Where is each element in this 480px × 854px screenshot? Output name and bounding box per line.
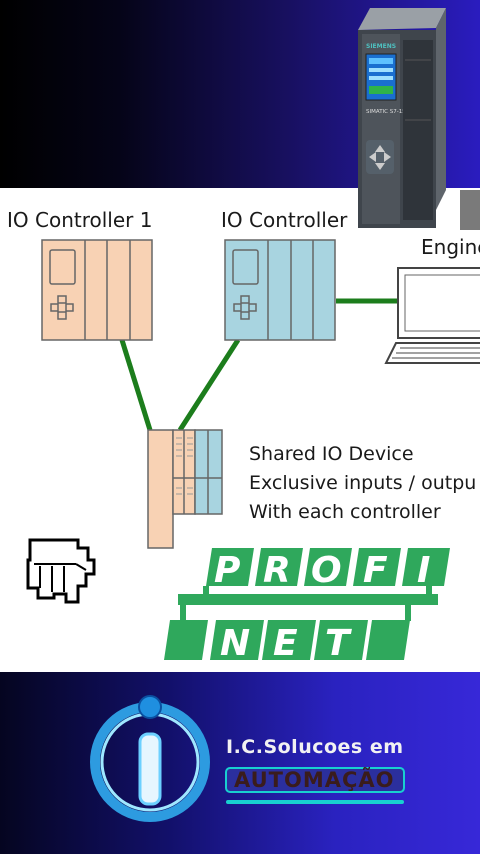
logo-tagline: AUTOMAÇÃO xyxy=(234,768,395,792)
network-links xyxy=(119,298,400,432)
shared-device-line3: With each controller xyxy=(249,501,441,523)
io-controller-1-label: IO Controller 1 xyxy=(7,208,153,232)
profinet-letter: T xyxy=(325,623,352,664)
company-logo-banner: I.C.Solucoes em AUTOMAÇÃO xyxy=(0,672,480,854)
profinet-letter: I xyxy=(417,550,430,591)
plc-model: SIMATIC S7-1500 xyxy=(366,109,413,115)
engineering-laptop xyxy=(384,267,480,364)
profinet-letter: F xyxy=(363,550,388,591)
engineering-label: Engine xyxy=(421,235,480,259)
link-controller2-shared xyxy=(177,338,241,432)
profinet-letter: O xyxy=(311,550,342,591)
shared-device-line1: Shared IO Device xyxy=(249,443,414,465)
profinet-letter: P xyxy=(214,550,240,591)
io-controller-2-label: IO Controller xyxy=(221,208,348,232)
diagram-graphics: P R O F I N E T xyxy=(26,239,480,664)
profinet-letter: N xyxy=(220,623,250,664)
io-controller-1-device xyxy=(41,239,153,341)
logo-company-name: I.C.Solucoes em xyxy=(226,736,404,758)
profinet-letter: E xyxy=(273,623,298,664)
siemens-plc-image: SIEMENS SIMATIC S7-1500 xyxy=(358,8,480,230)
ic-logo-icon xyxy=(90,695,405,822)
plc-brand: SIEMENS xyxy=(366,43,396,50)
profinet-logo: P R O F I N E T xyxy=(164,548,450,664)
shared-io-device xyxy=(147,429,223,549)
profinet-letter: R xyxy=(263,550,291,591)
pointing-hand-icon xyxy=(26,538,96,604)
io-controller-2-device xyxy=(224,239,336,341)
profinet-shared-device-diagram: P R O F I N E T IO Controller 1 IO Contr… xyxy=(0,188,480,672)
link-controller1-shared xyxy=(119,339,153,431)
shared-device-line2: Exclusive inputs / outpu xyxy=(249,472,477,494)
